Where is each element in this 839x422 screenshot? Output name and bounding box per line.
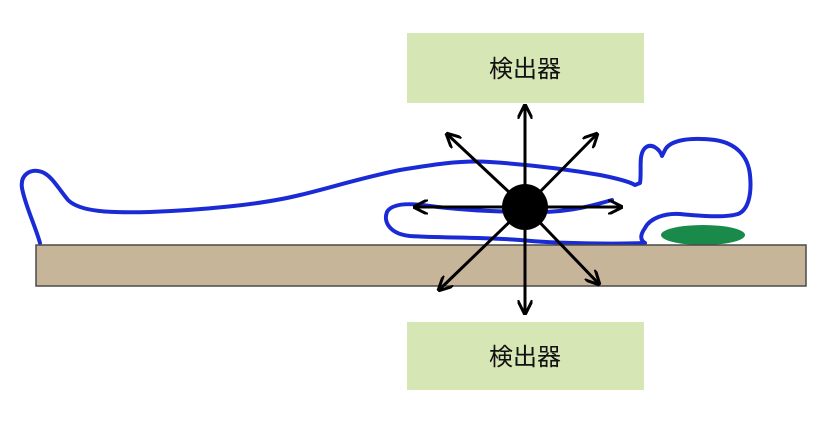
detector-bottom: 検出器 [407, 322, 644, 390]
bed [35, 244, 807, 287]
radiation-source-icon [502, 184, 548, 230]
detector-top-label: 検出器 [489, 55, 561, 83]
detector-top: 検出器 [407, 33, 644, 103]
patient-body-outline [19, 136, 753, 246]
detector-top-box [407, 33, 644, 103]
pillow-icon [661, 225, 745, 245]
detector-bottom-label: 検出器 [489, 343, 561, 371]
detector-bottom-box [407, 322, 644, 390]
